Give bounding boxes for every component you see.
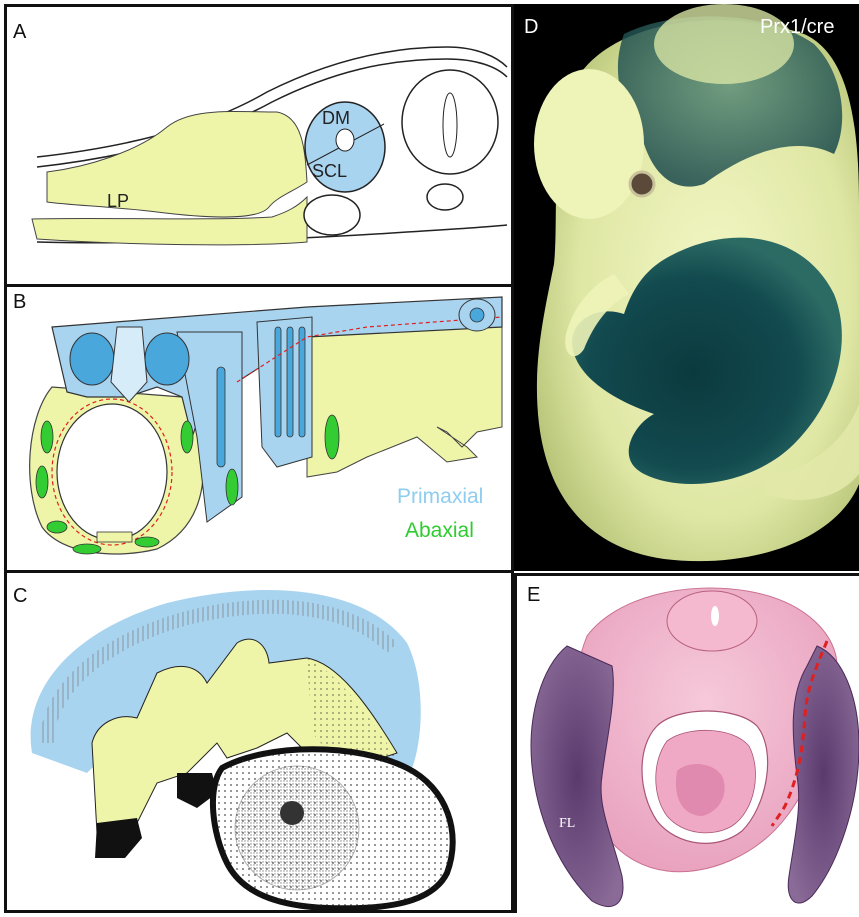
abaxial-muscle-5 <box>135 537 159 547</box>
label-dm: DM <box>322 108 350 128</box>
neural-canal-section <box>711 606 719 626</box>
notochord <box>427 184 463 210</box>
limb-bud-tip-1 <box>95 818 142 858</box>
label-prx1-cre: Prx1/cre <box>760 16 834 39</box>
panel-c-diagram <box>7 573 511 910</box>
forebrain <box>534 69 644 219</box>
legend-abaxial: Abaxial <box>405 519 474 543</box>
label-fl: FL <box>559 816 575 832</box>
panel-letter-a: A <box>13 21 26 44</box>
panel-letter-b: B <box>13 291 26 314</box>
label-lp: LP <box>107 191 129 211</box>
muscle-strip-4 <box>217 367 225 467</box>
panel-d-photo <box>514 4 859 571</box>
abaxial-muscle-7 <box>226 469 238 505</box>
label-scl: SCL <box>312 161 347 181</box>
neural-canal <box>443 93 457 157</box>
abaxial-muscle-6 <box>181 421 193 453</box>
panel-c: C <box>4 573 514 913</box>
panel-letter-c: C <box>13 585 27 608</box>
lateral-plate-upper <box>47 111 307 217</box>
panel-letter-e: E <box>527 584 540 607</box>
panel-e: E FL <box>514 573 859 913</box>
abaxial-muscle-2 <box>36 466 48 498</box>
heart-region <box>235 766 359 890</box>
muscle-strip-1 <box>275 327 281 437</box>
abaxial-muscle-4 <box>73 544 101 554</box>
dorsal-aorta <box>304 195 360 235</box>
panel-d: D Prx1/cre <box>514 4 859 571</box>
eye <box>630 172 654 196</box>
panel-a: LP DM SCL A <box>4 4 514 287</box>
neck-section-core <box>470 308 484 322</box>
panel-b: B Primaxial Abaxial <box>4 287 514 573</box>
panel-letter-d: D <box>524 16 538 39</box>
abaxial-muscle-3 <box>47 521 67 533</box>
coelom <box>57 404 167 540</box>
legend-primaxial: Primaxial <box>397 485 483 509</box>
sternum <box>97 532 132 542</box>
abaxial-muscle-8 <box>325 415 339 459</box>
abaxial-muscle-1 <box>41 421 53 453</box>
epaxial-muscle-left <box>70 333 114 385</box>
heart-dark-spot <box>280 801 304 825</box>
muscle-strip-2 <box>287 327 293 437</box>
somitocoel <box>336 129 354 151</box>
panel-e-photo <box>517 576 859 913</box>
muscle-strip-3 <box>299 327 305 437</box>
panel-a-diagram: LP DM SCL <box>7 7 511 284</box>
forelimb-right <box>788 646 859 903</box>
epaxial-muscle-right <box>145 333 189 385</box>
